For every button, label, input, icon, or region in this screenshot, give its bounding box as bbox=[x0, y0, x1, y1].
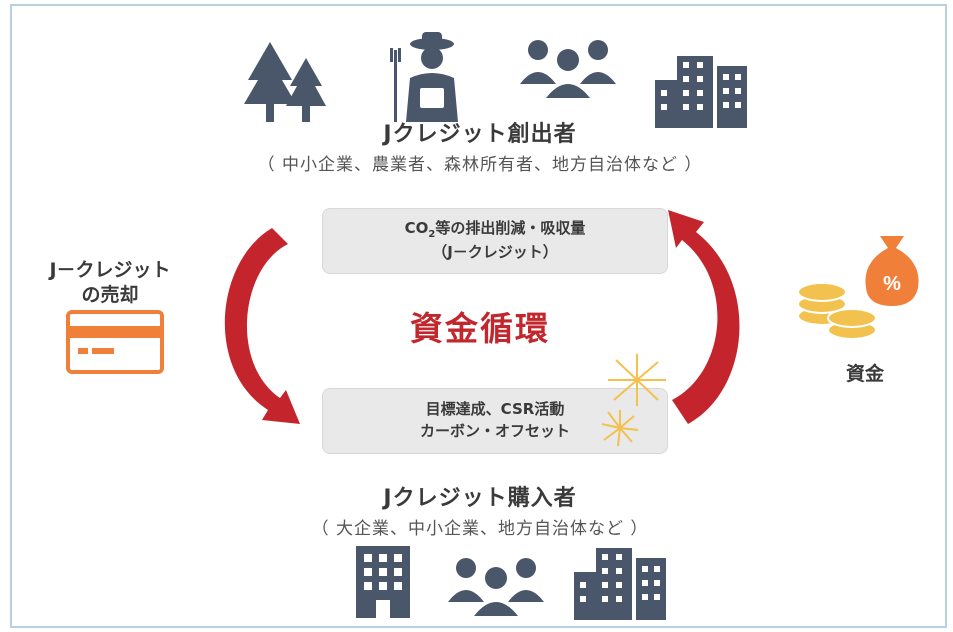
sale-label: J－クレジット の売却 bbox=[30, 258, 190, 307]
creator-title: Jクレジット創出者 bbox=[383, 122, 577, 147]
sale-label-line1: J－クレジット bbox=[49, 259, 171, 281]
fireworks-icon bbox=[601, 354, 666, 447]
buildings-icon bbox=[655, 56, 747, 128]
funds-label: 資金 bbox=[845, 363, 884, 385]
purpose-line2: カーボン・オフセット bbox=[419, 422, 570, 440]
purpose-line1: 目標達成、CSR活動 bbox=[425, 400, 565, 419]
diagram-frame bbox=[10, 4, 947, 628]
credit-card-icon bbox=[66, 310, 164, 374]
money-icon: % bbox=[797, 236, 919, 340]
emission-line2: （J－クレジット） bbox=[432, 243, 558, 262]
people-icon bbox=[520, 40, 616, 98]
emission-reduction-box: CO2等の排出削減・吸収量 （J－クレジット） bbox=[322, 208, 668, 274]
buyer-title: Jクレジット購入者 bbox=[383, 486, 577, 511]
trees-icon bbox=[244, 42, 326, 122]
percent-symbol: % bbox=[883, 273, 901, 295]
farmer-icon bbox=[390, 32, 458, 122]
right-arrow bbox=[668, 210, 740, 424]
creator-subtitle: （ 中小企業、農業者、森林所有者、地方自治体など ） bbox=[257, 155, 703, 175]
emission-line1: CO2等の排出削減・吸収量 bbox=[404, 218, 586, 240]
office-building-icon bbox=[356, 546, 410, 618]
buildings-icon bbox=[574, 548, 666, 620]
people-icon bbox=[448, 558, 544, 616]
left-arrow bbox=[224, 228, 300, 424]
cycle-label: 資金循環 bbox=[410, 309, 550, 348]
purpose-box: 目標達成、CSR活動 カーボン・オフセット bbox=[322, 388, 668, 454]
sale-label-line2: の売却 bbox=[81, 283, 139, 306]
buyer-subtitle: （ 大企業、中小企業、地方自治体など ） bbox=[311, 519, 649, 539]
